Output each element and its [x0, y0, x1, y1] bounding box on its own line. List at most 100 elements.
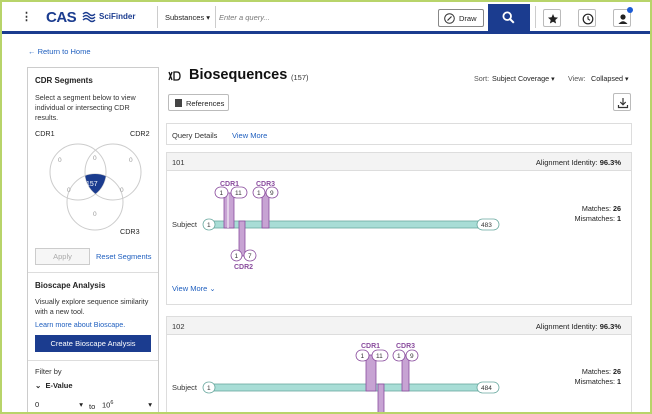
cdr3-start: 1: [397, 353, 401, 360]
evalue-filter-toggle[interactable]: ⌄ E-Value: [35, 381, 73, 390]
mismatches-row: Mismatches: 1: [575, 377, 621, 387]
cdr3-end-pill: [405, 349, 419, 362]
evalue-to-value: 10: [102, 400, 111, 410]
subject-end-pill: [476, 381, 500, 394]
count-all: 157: [86, 181, 98, 188]
result-number[interactable]: 101: [172, 158, 185, 167]
subject-end-pill: [476, 218, 500, 231]
cdr-instructions: Select a segment below to view individua…: [35, 93, 136, 122]
references-button[interactable]: References: [168, 94, 229, 111]
result-count: (157): [291, 73, 309, 82]
search-input[interactable]: Enter a query...: [219, 13, 270, 22]
chevron-down-icon: ▾: [148, 400, 152, 409]
favorites-button[interactable]: [543, 9, 561, 27]
cas-logo[interactable]: CAS: [46, 9, 77, 26]
subject-label: Subject: [172, 383, 198, 392]
divider: [157, 6, 158, 28]
cdr1-end-pill: [371, 349, 389, 362]
cdr3-region[interactable]: [401, 354, 410, 392]
view-more-link[interactable]: View More ⌄: [172, 284, 216, 293]
cdr2-circle[interactable]: [84, 143, 142, 201]
subject-start: 1: [207, 385, 211, 392]
cdr1-start: 1: [220, 190, 224, 197]
query-details-view-more[interactable]: View More: [232, 131, 268, 140]
sort-select[interactable]: Subject Coverage ▾: [492, 74, 555, 83]
cdr3-region[interactable]: [261, 192, 270, 229]
history-button[interactable]: [578, 9, 596, 27]
chevron-down-icon: ▾: [206, 13, 211, 22]
account-button[interactable]: [613, 9, 631, 27]
search-button[interactable]: [488, 4, 530, 31]
search-scope-select[interactable]: Substances ▾: [165, 13, 210, 22]
draw-button[interactable]: Draw: [438, 9, 484, 27]
matches-value: 26: [613, 367, 621, 376]
cdr3-end: 9: [410, 353, 414, 360]
chevron-down-icon: ▾: [79, 400, 83, 409]
apply-button[interactable]: Apply: [35, 248, 90, 265]
evalue-to-select[interactable]: 106 ▾: [102, 400, 152, 412]
evalue-from-select[interactable]: 0▾: [35, 400, 83, 412]
evalue-to-label: to: [89, 402, 96, 411]
subject-end: 483: [481, 222, 492, 229]
search-icon: [502, 11, 515, 24]
count-cdr1-cdr3: 0: [67, 187, 71, 194]
divider: [535, 6, 536, 28]
view-select[interactable]: Collapsed ▾: [591, 74, 629, 83]
result-card: 101 Alignment Identity: 96.3% CDR1 1 11 …: [166, 152, 632, 305]
cdr1-tag: CDR1: [361, 343, 380, 350]
download-button[interactable]: [613, 93, 631, 111]
cdr3-start-pill: [392, 349, 406, 362]
chevron-down-icon: ▾: [551, 74, 555, 83]
alignment-identity-value: 96.3%: [599, 158, 621, 167]
evalue-label: E-Value: [45, 381, 73, 390]
subject-label: Subject: [172, 220, 198, 229]
cdr1-label: CDR1: [35, 129, 55, 138]
draw-label: Draw: [459, 14, 477, 23]
pencil-icon: [444, 13, 455, 24]
alignment-diagram: CDR1 1 11 CDR3 1 9 1 7 CDR2 1 483: [202, 181, 500, 271]
clock-icon: [582, 13, 594, 25]
cdr2-start-pill: [230, 249, 243, 262]
cdr3-start-pill: [252, 186, 266, 199]
cdr1-region[interactable]: [223, 192, 235, 229]
bioscape-learn-more-link[interactable]: Learn more about Bioscape.: [35, 320, 126, 329]
count-cdr1-cdr2: 0: [93, 155, 97, 162]
cdr1-region[interactable]: [365, 354, 377, 392]
cdr3-start: 1: [257, 190, 261, 197]
cdr2-region[interactable]: [377, 383, 385, 414]
result-header: 102 Alignment Identity: 96.3%: [167, 317, 631, 335]
mismatches-value: 1: [617, 377, 621, 386]
mismatches-label: Mismatches:: [574, 214, 615, 223]
divider: [28, 272, 158, 273]
cdr1-tag: CDR1: [220, 181, 239, 188]
matches-value: 26: [613, 204, 621, 213]
subject-start: 1: [207, 222, 211, 229]
matches-label: Matches:: [581, 367, 611, 376]
result-header: 101 Alignment Identity: 96.3%: [167, 153, 631, 171]
menu-icon[interactable]: ⋮: [21, 11, 32, 23]
result-card: 102 Alignment Identity: 96.3% CDR1 1 11 …: [166, 316, 632, 414]
filter-panel: CDR Segments Select a segment below to v…: [27, 67, 159, 412]
return-home-link[interactable]: ← Return to Home: [28, 47, 91, 56]
cdr1-start-pill: [214, 186, 229, 199]
matches-row: Matches: 26: [575, 367, 621, 377]
divider: [28, 360, 158, 361]
cdr2-tag: CDR2: [234, 264, 253, 271]
divider: [215, 6, 216, 28]
evalue-to-exponent: 6: [110, 400, 114, 406]
reset-segments-link[interactable]: Reset Segments: [96, 252, 152, 261]
filter-by-label: Filter by: [35, 367, 62, 376]
cdr2-label: CDR2: [130, 129, 150, 138]
result-number[interactable]: 102: [172, 322, 185, 331]
create-bioscape-button[interactable]: Create Bioscape Analysis: [35, 335, 151, 352]
count-cdr2-only: 0: [129, 157, 133, 164]
alignment-identity-value: 96.3%: [599, 322, 621, 331]
bioscape-description: Visually explore sequence similarity wit…: [35, 297, 149, 316]
star-icon: [548, 14, 558, 24]
cdr3-end-pill: [265, 186, 279, 199]
alignment-identity-label: Alignment Identity:: [535, 158, 598, 167]
notification-dot: [627, 7, 633, 13]
subject-track: [208, 220, 496, 229]
count-cdr3-only: 0: [93, 211, 97, 218]
